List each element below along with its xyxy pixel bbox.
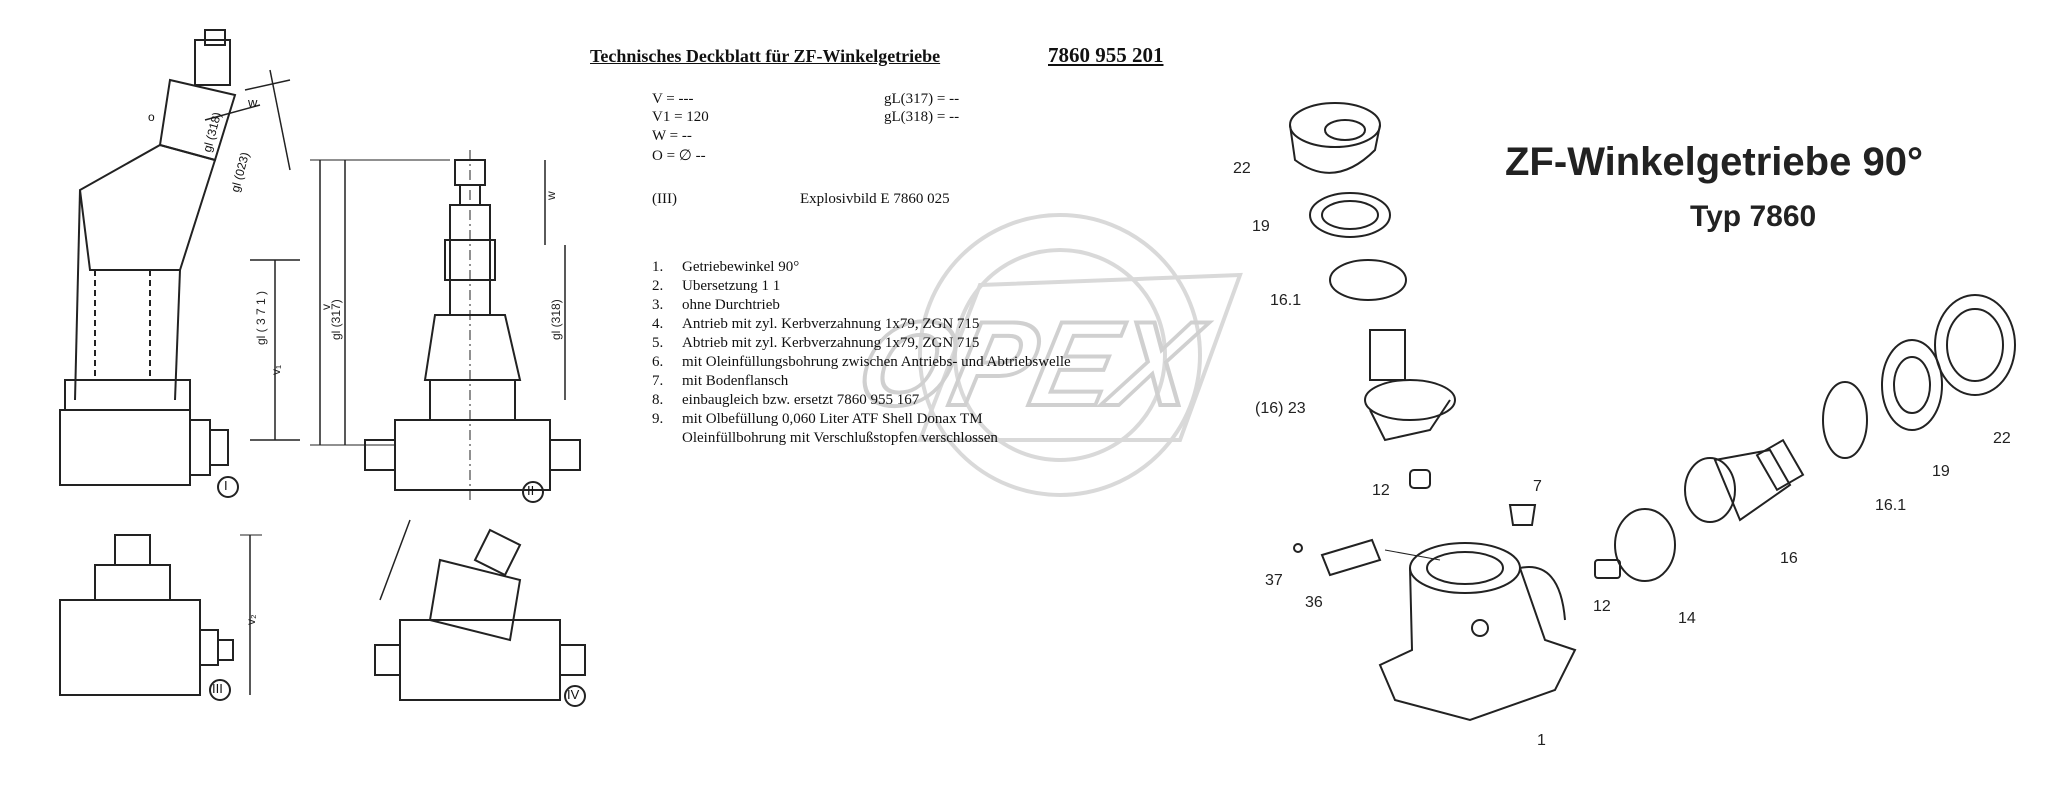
feature-text: ohne Durchtrieb [682,297,780,313]
feature-item: 3. ohne Durchtrieb [652,296,1132,315]
feature-num: 2. [652,278,664,294]
feature-text: mit Oleinfüllungsbohrung zwischen Antrie… [682,354,1071,370]
dim-label-w-top: w [248,95,258,110]
feature-text: Ubersetzung 1 1 [682,278,781,294]
part-label-22-top: 22 [1233,160,1251,177]
feature-item: 8. einbaugleich bzw. ersetzt 7860 955 167 [652,391,1132,410]
feature-text: Abtrieb mit zyl. Kerbverzahnung 1x79, ZG… [682,335,980,351]
feature-num: 6. [652,354,664,370]
view-2-drawing [310,150,581,503]
feature-text: Antrieb mit zyl. Kerbverzahnung 1x79, ZG… [682,316,980,332]
dim-label-v2: v₂ [244,614,258,625]
feature-list: 1. Getriebewinkel 90° 2. Ubersetzung 1 1 3… [652,258,1132,448]
watermark-logo: OPEX [845,213,1243,497]
view-label-4: IV [567,687,580,702]
explosion-label: (III) [652,191,677,207]
feature-num: 3. [652,297,664,313]
view-label-1: I [224,478,228,493]
feature-item-continuation: Oleinfüllbohrung mit Verschlußstopfen ve… [652,429,1132,448]
feature-num: 1. [652,259,664,275]
spec-w: W = -- [652,128,692,144]
part-label-1: 1 [1537,732,1546,749]
view-label-3: III [212,681,223,696]
part-label-16-1-top: 16.1 [1270,292,1302,309]
feature-item: 5. Abtrieb mit zyl. Kerbverzahnung 1x79, … [652,334,1132,353]
feature-item: 6. mit Oleinfüllungsbohrung zwischen Antr… [652,353,1132,372]
part-label-22-right: 22 [1993,430,2011,447]
part-label-37: 37 [1265,572,1283,589]
view-4-drawing [374,519,586,707]
part-label-16-23: (16) 23 [1255,400,1306,417]
dim-label-v: v [319,304,333,310]
product-title: ZF-Winkelgetriebe 90° [1505,140,1923,184]
feature-num: 4. [652,316,664,332]
dim-label-gl318: gl (318) [549,299,563,340]
view-1-drawing [59,29,300,498]
spec-v1: V1 = 120 [652,109,709,125]
feature-text: mit Bodenflansch [682,373,789,389]
part-label-12-left: 12 [1372,482,1390,499]
feature-num: 7. [652,373,664,389]
spec-gl318: gL(318) = -- [884,109,960,125]
part-label-19-right: 19 [1932,463,1950,480]
feature-continuation-text: Oleinfüllbohrung mit Verschlußstopfen ve… [682,430,998,446]
view-label-2: II [527,483,535,498]
feature-num: 8. [652,392,664,408]
feature-text: mit Olbefüllung 0,060 Liter ATF Shell Do… [682,411,983,427]
feature-num: 9. [652,411,664,427]
feature-text: Getriebewinkel 90° [682,259,800,275]
spec-o: O = ∅ -- [652,148,706,164]
part-label-12-right: 12 [1593,598,1611,615]
explosion-reference: Explosivbild E 7860 025 [800,191,950,207]
part-label-36: 36 [1305,594,1323,611]
product-type: Typ 7860 [1690,200,1817,233]
part-number: 7860 955 201 [1048,43,1164,67]
exploded-view-drawing [1289,102,2016,722]
feature-item: 9. mit Olbefüllung 0,060 Liter ATF Shell … [652,410,1132,429]
feature-item: 7. mit Bodenflansch [652,372,1132,391]
spec-gl317: gL(317) = -- [884,91,960,107]
feature-text: einbaugleich bzw. ersetzt 7860 955 167 [682,392,920,408]
part-label-19-top: 19 [1252,218,1270,235]
watermark-text: OPEX [847,296,1215,430]
document-title: Technisches Deckblatt für ZF-Winkelgetri… [590,46,941,66]
part-label-14: 14 [1678,610,1696,627]
spec-v: V = --- [652,91,694,107]
feature-num: 5. [652,335,664,351]
part-label-7: 7 [1533,478,1542,495]
feature-item: 4. Antrieb mit zyl. Kerbverzahnung 1x79, … [652,315,1132,334]
dim-label-v1: v₁ [269,365,283,375]
dim-label-gl371: gl ( 3 7 1 ) [254,291,268,345]
feature-item: 1. Getriebewinkel 90° [652,258,1132,277]
dim-label-o: o [148,110,155,124]
dim-label-gl317: gl (317) [329,299,343,340]
part-label-16-1-right: 16.1 [1875,497,1907,514]
feature-item: 2. Ubersetzung 1 1 [652,277,1132,296]
dim-label-w: w [544,191,558,201]
view-3-drawing [59,534,262,701]
part-label-16: 16 [1780,550,1798,567]
